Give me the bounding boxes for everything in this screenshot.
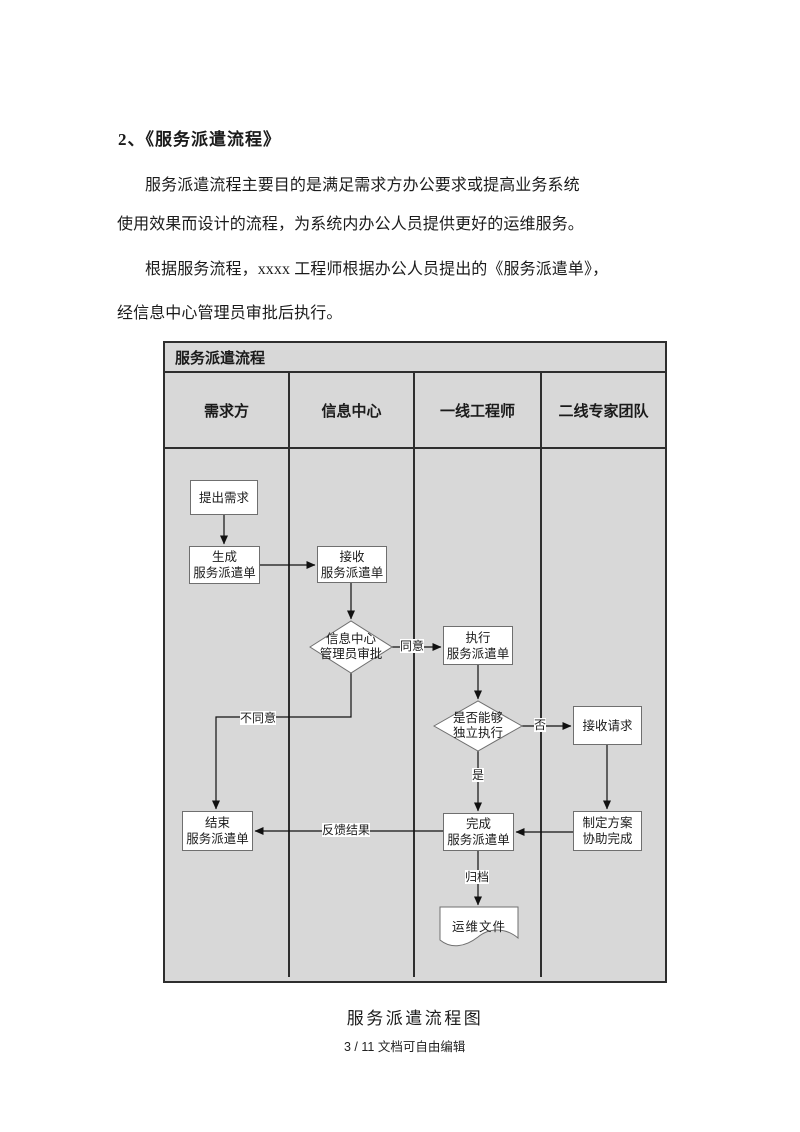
lane-header-frontline-engineer: 一线工程师 [415, 373, 542, 447]
node-make-plan-line2: 协助完成 [582, 832, 633, 846]
edge-label-disagree: 不同意 [240, 711, 277, 725]
node-execute-order: 执行 服务派遣单 [443, 626, 513, 665]
flowchart: 服务派遣流程 需求方 信息中心 一线工程师 二线专家团队 [163, 341, 667, 983]
node-end-order-line1: 结束 [204, 816, 230, 830]
flowchart-title: 服务派遣流程 [175, 350, 266, 367]
decision-can-do-diamond [432, 700, 524, 752]
flowchart-body: 提出需求 生成 服务派遣单 接收 服务派遣单 执行 服务派遣单 接收请求 结束 … [165, 449, 665, 977]
edge-label-yes: 是 [472, 768, 485, 782]
node-end-order-line2: 服务派遣单 [186, 832, 249, 846]
node-generate-line1: 生成 [211, 550, 237, 564]
node-execute-line2: 服务派遣单 [446, 646, 510, 661]
node-complete-order-line1: 完成 [465, 817, 491, 831]
decision-approve-label: 信息中心 管理员审批 [301, 632, 401, 662]
node-propose: 提出需求 [190, 480, 258, 515]
node-propose-label: 提出需求 [198, 490, 249, 505]
lane-header-expert-team: 二线专家团队 [558, 403, 649, 420]
node-complete-order-line2: 服务派遣单 [447, 833, 510, 847]
edge-label-no: 否 [534, 718, 547, 732]
decision-approve-diamond [309, 620, 393, 674]
node-end-order: 结束 服务派遣单 [182, 811, 253, 851]
decision-approve-line1: 信息中心 [325, 632, 376, 646]
figure-caption: 服务派遣流程图 [346, 1009, 484, 1028]
lane-header-info-center: 信息中心 [290, 373, 415, 447]
node-receive-request: 接收请求 [573, 706, 642, 745]
paragraph1-line1: 服务派遣流程主要目的是满足需求方办公要求或提高业务系统 [145, 177, 580, 194]
lane-header-requester: 需求方 [165, 373, 290, 447]
edge-label-feedback: 反馈结果 [322, 823, 371, 837]
ops-doc-label: 运维文件 [451, 920, 506, 934]
flowchart-title-bar: 服务派遣流程 [165, 343, 665, 373]
decision-can-do-label: 是否能够 独立执行 [428, 711, 528, 741]
node-receive-order: 接收 服务派遣单 [317, 546, 387, 583]
lane-header-row: 需求方 信息中心 一线工程师 二线专家团队 [165, 373, 665, 449]
node-receive-order-line2: 服务派遣单 [320, 565, 384, 580]
arrow-approve-disagree-to-end-order [212, 673, 352, 810]
section-heading: 2、《服务派遣流程》 [118, 130, 281, 149]
edge-label-archive: 归档 [465, 870, 490, 884]
node-execute-line1: 执行 [465, 630, 491, 645]
paragraph1-line2: 使用效果而设计的流程，为系统内办公人员提供更好的运维服务。 [117, 216, 584, 233]
paragraph2-line2: 经信息中心管理员审批后执行。 [117, 305, 343, 322]
decision-can-do-line1: 是否能够 [452, 711, 503, 725]
node-receive-request-label: 接收请求 [582, 718, 633, 733]
page-footer: 3 / 11 文档可自由编辑 [344, 1040, 466, 1054]
node-generate-line2: 服务派遣单 [193, 566, 256, 580]
ops-doc-shape [439, 906, 519, 947]
node-receive-order-line1: 接收 [339, 549, 365, 564]
node-make-plan: 制定方案 协助完成 [573, 811, 642, 851]
paragraph2-line1: 根据服务流程，xxxx 工程师根据办公人员提出的《服务派遣单》， [145, 261, 609, 278]
decision-approve-line2: 管理员审批 [319, 647, 383, 661]
edge-label-agree: 同意 [400, 639, 425, 653]
decision-can-do-line2: 独立执行 [452, 726, 503, 740]
node-complete-order: 完成 服务派遣单 [443, 813, 514, 851]
node-make-plan-line1: 制定方案 [582, 816, 633, 830]
node-generate-order: 生成 服务派遣单 [189, 546, 260, 584]
